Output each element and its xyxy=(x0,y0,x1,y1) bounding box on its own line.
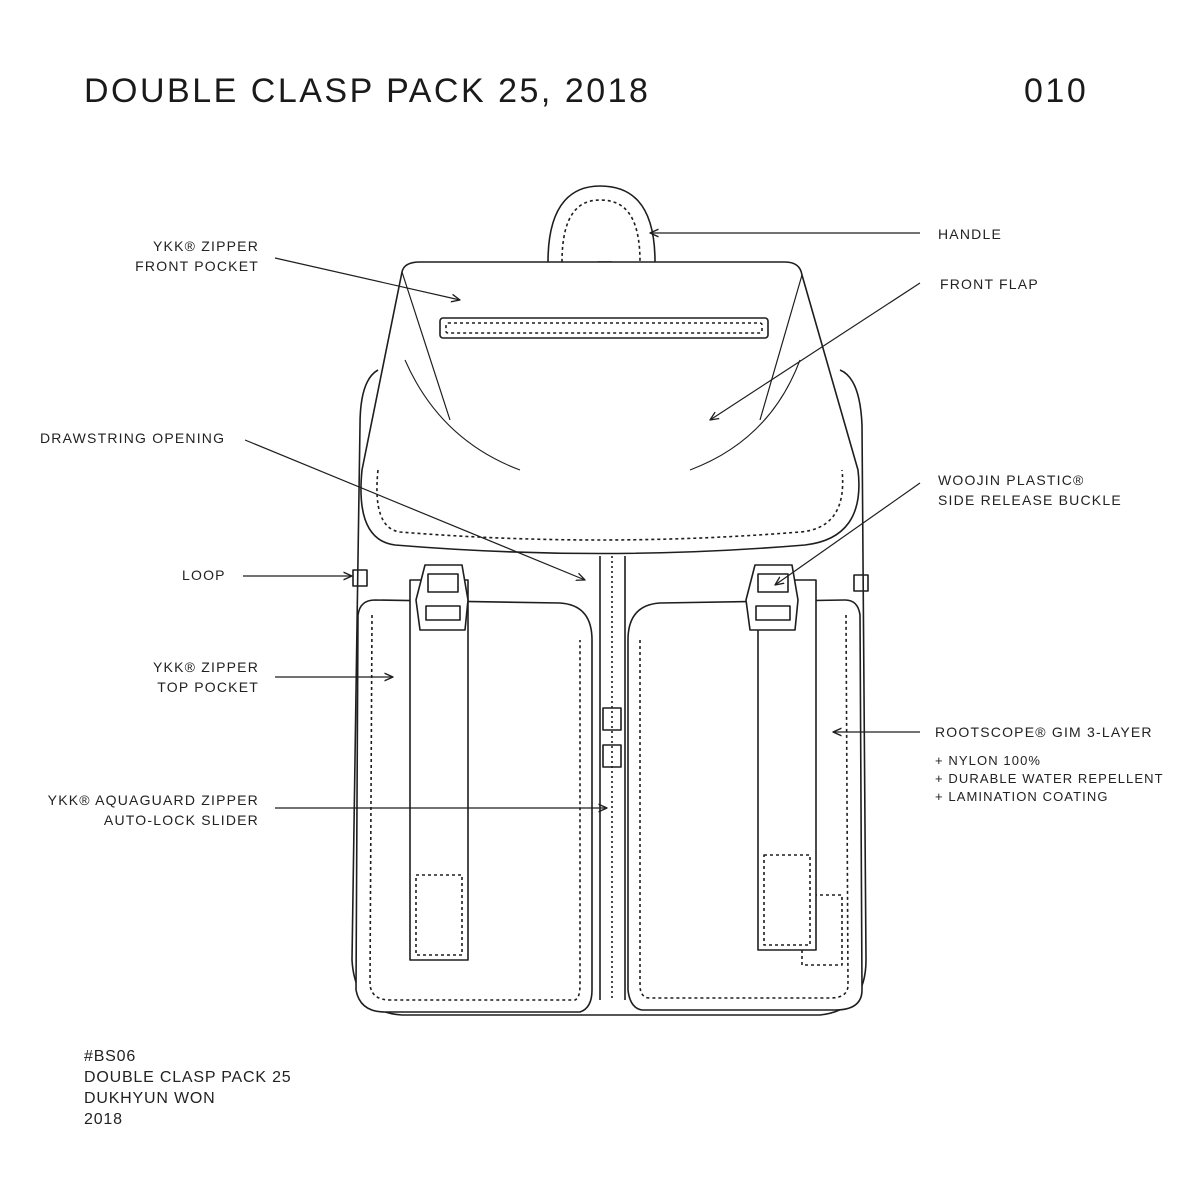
spec-line: + NYLON 100% xyxy=(935,753,1042,768)
label-line: SIDE RELEASE BUCKLE xyxy=(938,492,1122,508)
callout-front-pocket xyxy=(274,257,460,300)
footer-code: #BS06 xyxy=(84,1048,137,1065)
label-line: YKK® AQUAGUARD ZIPPER xyxy=(47,792,259,808)
label-drawstring: DRAWSTRING OPENING xyxy=(40,430,226,446)
label-top-pocket: YKK® ZIPPER TOP POCKET xyxy=(153,657,259,697)
spec-line: + DURABLE WATER REPELLENT xyxy=(935,771,1164,786)
label-line: FRONT POCKET xyxy=(135,258,259,274)
footer-name: DOUBLE CLASP PACK 25 xyxy=(84,1069,292,1086)
label-front-pocket: YKK® ZIPPER FRONT POCKET xyxy=(135,236,259,276)
footer-info: #BS06 DOUBLE CLASP PACK 25 DUKHYUN WON 2… xyxy=(84,1046,292,1130)
page-number: 010 xyxy=(1024,72,1089,110)
callout-drawstring xyxy=(244,439,585,580)
callout-front-flap xyxy=(710,282,921,420)
label-line: WOOJIN PLASTIC® xyxy=(938,472,1085,488)
label-line: YKK® ZIPPER xyxy=(153,659,259,675)
callout-lines xyxy=(243,233,921,808)
label-line: TOP POCKET xyxy=(157,679,259,695)
spec-line: + LAMINATION COATING xyxy=(935,789,1109,804)
fabric-specs: + NYLON 100% + DURABLE WATER REPELLENT +… xyxy=(935,752,1164,806)
buckles xyxy=(415,564,799,631)
left-pocket-shape xyxy=(355,599,593,1013)
right-pocket-shape xyxy=(627,599,863,1011)
label-loop: LOOP xyxy=(182,567,226,583)
loop-left xyxy=(352,569,368,587)
front-flap-shape xyxy=(360,261,860,555)
loop-right xyxy=(853,574,869,592)
handle-shape xyxy=(547,185,656,271)
label-buckle: WOOJIN PLASTIC® SIDE RELEASE BUCKLE xyxy=(938,470,1122,510)
page-title: DOUBLE CLASP PACK 25, 2018 xyxy=(84,72,651,110)
zipper-center xyxy=(599,556,626,1000)
label-handle: HANDLE xyxy=(938,226,1002,242)
label-line: AUTO-LOCK SLIDER xyxy=(103,812,259,828)
label-front-flap: FRONT FLAP xyxy=(940,276,1039,292)
footer-year: 2018 xyxy=(84,1111,123,1128)
label-aquaguard: YKK® AQUAGUARD ZIPPER AUTO-LOCK SLIDER xyxy=(48,790,259,830)
label-line: YKK® ZIPPER xyxy=(153,238,259,254)
label-fabric: ROOTSCOPE® GIM 3-LAYER xyxy=(935,724,1153,740)
footer-designer: DUKHYUN WON xyxy=(84,1090,216,1107)
straps xyxy=(409,579,817,961)
callout-buckle xyxy=(775,482,921,585)
